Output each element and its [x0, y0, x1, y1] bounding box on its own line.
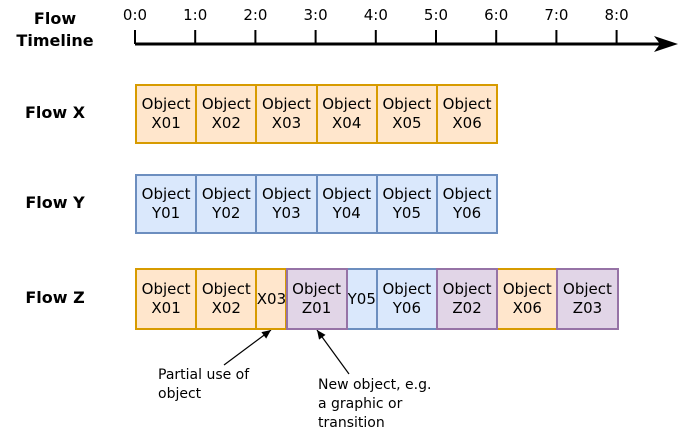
annotation-arrow-line [316, 329, 350, 375]
timeline-label-line-2: Timeline [16, 31, 94, 50]
timeline-tick-label: 0:0 [122, 6, 148, 24]
timeline-tick-label: 8:0 [604, 6, 629, 24]
block-label-line-1: Object [442, 185, 492, 203]
annotation-text: Partial use of object [158, 366, 249, 404]
block-label-line-2: X04 [332, 114, 362, 132]
block-label-line-1: Object [563, 280, 612, 298]
block-label-line-2: X03 [271, 114, 302, 132]
block-label-line-2: X05 [392, 114, 422, 132]
block-label-line-2: Y02 [212, 204, 241, 222]
block-label-line-2: Z03 [572, 299, 603, 317]
annotation-arrow-head [317, 330, 326, 340]
block-label-line-2: Y03 [272, 204, 301, 222]
block-label-line-2: X01 [151, 299, 181, 317]
block-label-line-2: Y06 [392, 299, 422, 317]
block-label-line-1: Object [201, 185, 251, 203]
flow-block: Y05 [345, 268, 378, 330]
block-label-line-1: Object [442, 280, 492, 298]
block-label-line-2: Y04 [332, 204, 361, 222]
block-label-line-2: Z01 [301, 299, 332, 317]
block-label-line-2: X02 [211, 114, 241, 132]
block-label-line-1: Object [141, 95, 191, 113]
timeline-tick-label: 5:0 [423, 6, 449, 24]
timeline-tick-label: 7:0 [544, 6, 569, 24]
annotation-line: a graphic or [318, 396, 403, 412]
annotation-line: New object, e.g. [318, 377, 432, 393]
block-label-line-1: Object [382, 95, 432, 113]
block-label-line-2: Z02 [452, 299, 482, 317]
block-label-line-1: Object [442, 95, 492, 113]
block-label-line-1: Object [322, 95, 372, 113]
block-label-line-1: Object [201, 280, 251, 298]
annotation-line: object [158, 386, 202, 402]
flow-label: Flow X [24, 103, 86, 122]
block-label-line-2: Y01 [151, 204, 181, 222]
timeline-tick-label: 4:0 [363, 6, 388, 24]
block-label-line-2: X06 [452, 114, 482, 132]
block-label-line-2: Y05 [392, 204, 422, 222]
annotation-text: New object, e.g. a graphic or transition [318, 376, 431, 433]
timeline-tick-label: 3:0 [303, 6, 328, 24]
block-label-line-1: Object [382, 280, 432, 298]
block-label-line-1: Object [201, 95, 251, 113]
timeline-arrow-head [654, 36, 678, 52]
flow-label: Flow Z [25, 288, 85, 307]
block-label-line-2: X02 [211, 299, 241, 317]
timeline-tick-label: 2:0 [243, 6, 268, 24]
annotation-arrow-line [223, 329, 272, 366]
annotation-line: Partial use of [158, 367, 250, 383]
flow-block: X03 [255, 268, 288, 330]
block-label-line-1: Object [292, 280, 342, 298]
block-label-line-1: Object [141, 185, 191, 203]
flow-label: Flow Y [25, 193, 85, 212]
block-label-line-1: Object [322, 185, 372, 203]
block-label-line-2: X06 [512, 299, 542, 317]
block-label-line-1: Object [262, 95, 311, 113]
block-label-line-1: Object [502, 280, 552, 298]
timeline-tick-label: 6:0 [484, 6, 509, 24]
block-label-line-2: Y06 [452, 204, 482, 222]
timeline-tick-label: 1:0 [183, 6, 208, 24]
annotation-arrow-head [261, 330, 271, 339]
block-label-line-2: X01 [151, 114, 181, 132]
block-label-line-1: Object [141, 280, 191, 298]
block-label-line-1: Object [382, 185, 432, 203]
annotation-line: transition [318, 415, 385, 431]
block-label-line-1: Object [262, 185, 311, 203]
timeline-label-line-1: Flow [33, 9, 77, 28]
block-label-line-1: X03 [256, 289, 287, 308]
block-label-line-1: Y05 [347, 289, 376, 308]
